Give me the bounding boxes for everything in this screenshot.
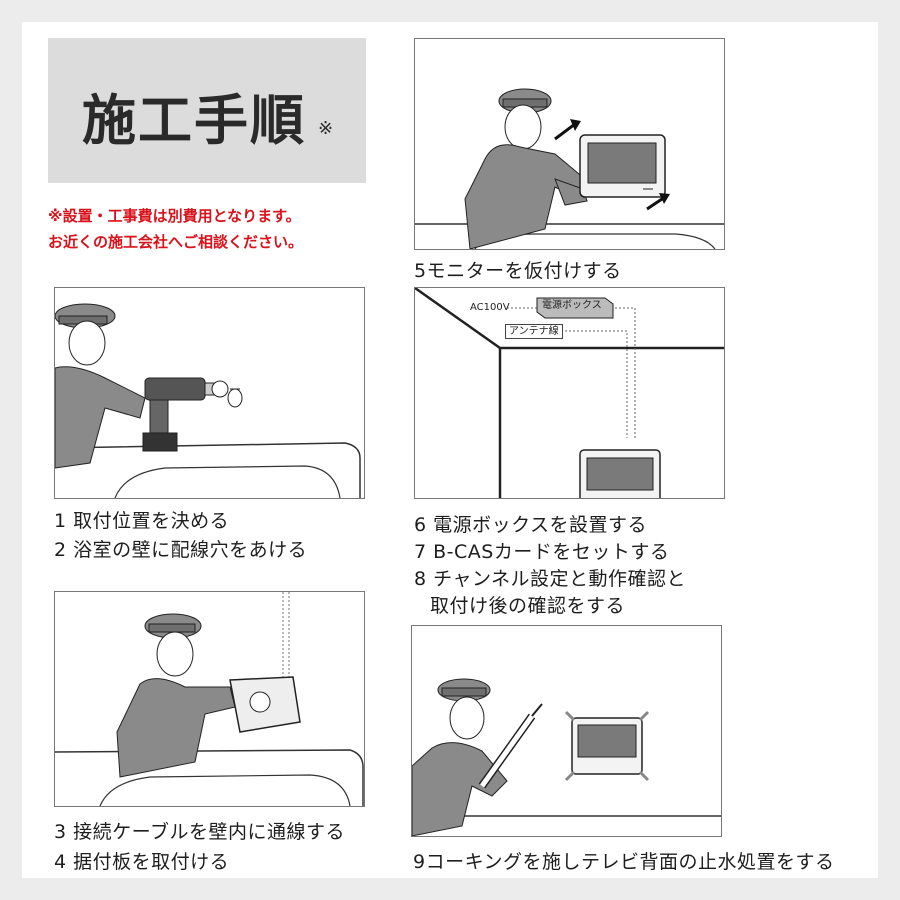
step-8-continued-label: 取付け後の確認をする: [430, 595, 626, 617]
illustration-step3-4: [54, 591, 365, 807]
worker-figure: [55, 303, 146, 469]
title-box: 施工手順 ※: [48, 38, 366, 183]
worker-figure: [412, 678, 508, 836]
power-box-figure: [536, 297, 614, 319]
drill-figure: [142, 377, 243, 452]
step-5-label: 5モニターを仮付けする: [414, 260, 622, 282]
step-1-label: 1 取付位置を決める: [54, 510, 230, 532]
step-2-label: 2 浴室の壁に配線穴をあける: [54, 539, 308, 561]
illustration-step1-2: [54, 287, 365, 499]
mounting-plate-figure: [229, 676, 301, 733]
contact-note: お近くの施工会社へご相談ください。: [48, 233, 304, 251]
illustration-step6-8: AC100V 電源ボックス アンテナ線: [414, 287, 725, 499]
step-6-label: 6 電源ボックスを設置する: [414, 514, 648, 536]
step-3-label: 3 接続ケーブルを壁内に通線する: [54, 821, 345, 843]
ac100v-label: AC100V: [470, 302, 510, 313]
power-box-label: 電源ボックス: [542, 300, 602, 311]
page-title: 施工手順: [82, 89, 306, 152]
monitor-figure: [579, 449, 661, 498]
caulking-gun-figure: [478, 703, 543, 789]
worker-figure: [116, 613, 236, 778]
monitor-figure: [579, 134, 666, 198]
step-4-label: 4 据付板を取付ける: [54, 851, 230, 873]
step-8-label: 8 チャンネル設定と動作確認と: [414, 568, 687, 590]
antenna-label: アンテナ線: [505, 324, 563, 339]
monitor-figure: [564, 710, 650, 782]
cost-note: ※設置・工事費は別費用となります。: [48, 207, 301, 225]
worker-figure: [464, 88, 588, 249]
title-asterisk: ※: [318, 118, 334, 139]
illustration-step9: [411, 625, 722, 837]
step-7-label: 7 B-CASカードをセットする: [414, 541, 670, 563]
step-9-label: 9コーキングを施しテレビ背面の止水処置をする: [413, 851, 835, 873]
illustration-step5: [414, 38, 725, 250]
